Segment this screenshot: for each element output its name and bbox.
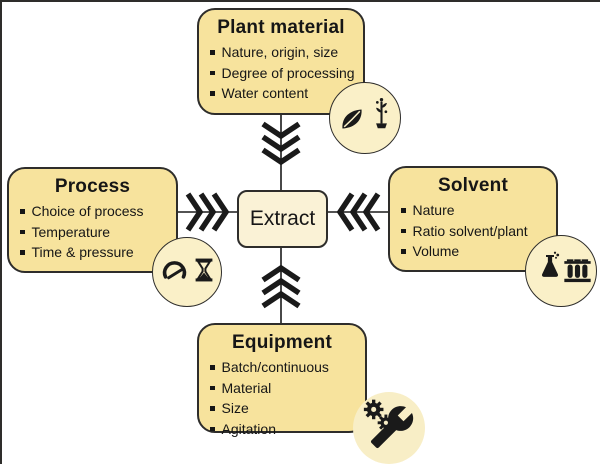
bullet-item: Size bbox=[210, 398, 359, 419]
arrow-equipment-to-extract bbox=[261, 248, 301, 324]
bullet-item: Batch/continuous bbox=[210, 357, 359, 378]
bullet-item: Ratio solvent/plant bbox=[401, 221, 550, 242]
process-box: Process Choice of process Temperature Ti… bbox=[7, 167, 178, 273]
bullet-item: Temperature bbox=[20, 222, 170, 243]
arrow-plant-to-extract bbox=[261, 112, 301, 190]
bullet-square bbox=[210, 50, 215, 55]
bullet-square bbox=[20, 250, 25, 255]
bullet-item: Nature, origin, size bbox=[210, 42, 357, 63]
leaf-icon bbox=[342, 109, 362, 129]
bullet-item: Nature bbox=[401, 200, 550, 221]
plant-material-bullets: Nature, origin, size Degree of processin… bbox=[199, 42, 363, 104]
bullet-square bbox=[210, 91, 215, 96]
flask-icon bbox=[541, 251, 560, 277]
bullet-square bbox=[210, 426, 215, 431]
equipment-icons-badge bbox=[353, 392, 425, 464]
bullet-square bbox=[401, 208, 406, 213]
bullet-square bbox=[210, 385, 215, 390]
bullet-square bbox=[210, 365, 215, 370]
equipment-bullets: Batch/continuous Material Size Agitation bbox=[199, 357, 365, 439]
crop-line-top bbox=[0, 0, 600, 2]
bullet-square bbox=[210, 70, 215, 75]
arrow-process-to-extract bbox=[178, 192, 237, 232]
solvent-icons-badge bbox=[525, 235, 597, 307]
test-tubes-icon bbox=[564, 259, 591, 283]
solvent-title: Solvent bbox=[437, 175, 509, 196]
process-title: Process bbox=[54, 176, 131, 197]
solvent-bullets: Nature Ratio solvent/plant Volume bbox=[390, 200, 556, 262]
extract-box: Extract bbox=[237, 190, 328, 248]
gauge-icon bbox=[162, 261, 187, 280]
equipment-title: Equipment bbox=[232, 332, 332, 353]
wrench-icon bbox=[370, 406, 414, 449]
arrow-solvent-to-extract bbox=[328, 192, 390, 232]
equipment-box: Equipment Batch/continuous Material Size… bbox=[197, 323, 367, 437]
bullet-item: Time & pressure bbox=[20, 242, 170, 263]
bullet-item: Volume bbox=[401, 241, 550, 262]
plant-icons-badge bbox=[329, 82, 401, 154]
hourglass-icon bbox=[195, 258, 213, 282]
extract-label: Extract bbox=[249, 207, 316, 230]
plant-material-box: Plant material Nature, origin, size Degr… bbox=[197, 8, 365, 115]
bullet-square bbox=[210, 406, 215, 411]
bullet-item: Agitation bbox=[210, 419, 359, 440]
bullet-item: Choice of process bbox=[20, 201, 170, 222]
sapling-icon bbox=[375, 98, 388, 129]
bullet-square bbox=[401, 249, 406, 254]
crop-line-left bbox=[0, 0, 2, 464]
bullet-item: Water content bbox=[210, 83, 357, 104]
bullet-square bbox=[20, 229, 25, 234]
bullet-square bbox=[20, 209, 25, 214]
bullet-item: Degree of processing bbox=[210, 63, 357, 84]
process-bullets: Choice of process Temperature Time & pre… bbox=[9, 201, 176, 263]
bullet-square bbox=[401, 228, 406, 233]
bullet-item: Material bbox=[210, 378, 359, 399]
plant-material-title: Plant material bbox=[217, 17, 345, 38]
process-icons-badge bbox=[152, 237, 222, 307]
